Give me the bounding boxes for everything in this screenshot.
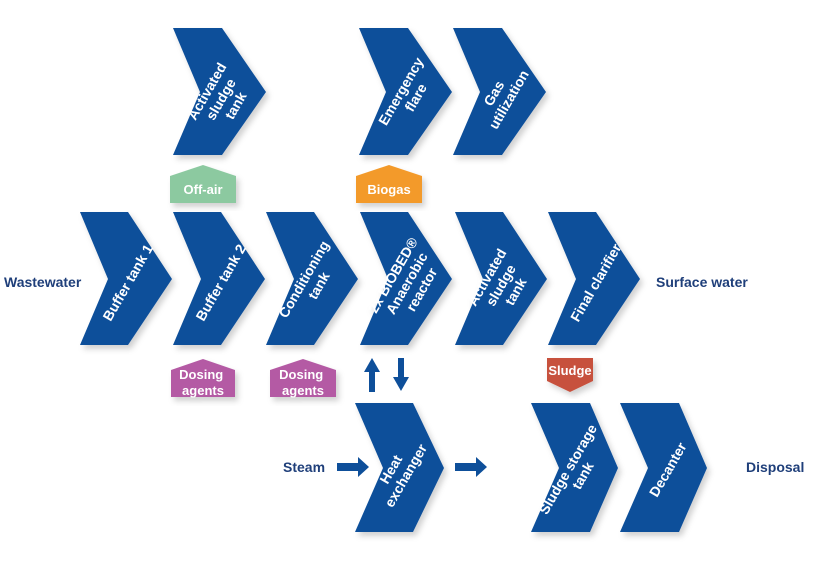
sludge-label: Sludge (548, 363, 591, 378)
chevron-emergency-flare: Emergency flare (359, 28, 452, 155)
chevron-buffer-tank-1: Buffer tank 1 (80, 212, 172, 345)
chevron-biobed-reactor: 2x BIOBED® Anaerobic reactor (360, 212, 452, 345)
surface-water-label: Surface water (656, 274, 748, 290)
right-arrow-icon (455, 457, 487, 477)
biogas-tag: Biogas (356, 165, 422, 203)
chevron-buffer-tank-2: Buffer tank 2 (173, 212, 265, 345)
chevron-conditioning-tank: Conditioning tank (266, 212, 358, 345)
wastewater-label: Wastewater (4, 274, 82, 290)
chevron-final-clarifier: Final clarifier (548, 212, 640, 345)
disposal-label: Disposal (746, 459, 804, 475)
dosing-agents-tag-2: Dosing agents (270, 359, 336, 398)
off-air-tag: Off-air (170, 165, 236, 203)
chevron-gas-utilization: Gas utilization (453, 28, 546, 155)
chevron-sludge-storage-tank: Sludge storage tank (531, 403, 618, 532)
chevron-activated-sludge-main: Activated sludge tank (455, 212, 547, 345)
chevron-activated-sludge-top: Activated sludge tank (173, 28, 266, 155)
biogas-label: Biogas (367, 182, 410, 197)
up-arrow-icon (364, 358, 380, 392)
chevron-heat-exchanger: Heat exchanger (355, 403, 444, 532)
dosing-agents-label: Dosing agents (279, 367, 327, 398)
sludge-tag: Sludge (547, 358, 593, 392)
off-air-label: Off-air (184, 182, 223, 197)
right-arrow-icon (337, 457, 369, 477)
dosing-agents-tag-1: Dosing agents (171, 359, 235, 398)
steam-label: Steam (283, 459, 325, 475)
dosing-agents-label: Dosing agents (179, 367, 227, 398)
chevron-decanter: Decanter (620, 403, 707, 532)
down-arrow-icon (393, 358, 409, 391)
